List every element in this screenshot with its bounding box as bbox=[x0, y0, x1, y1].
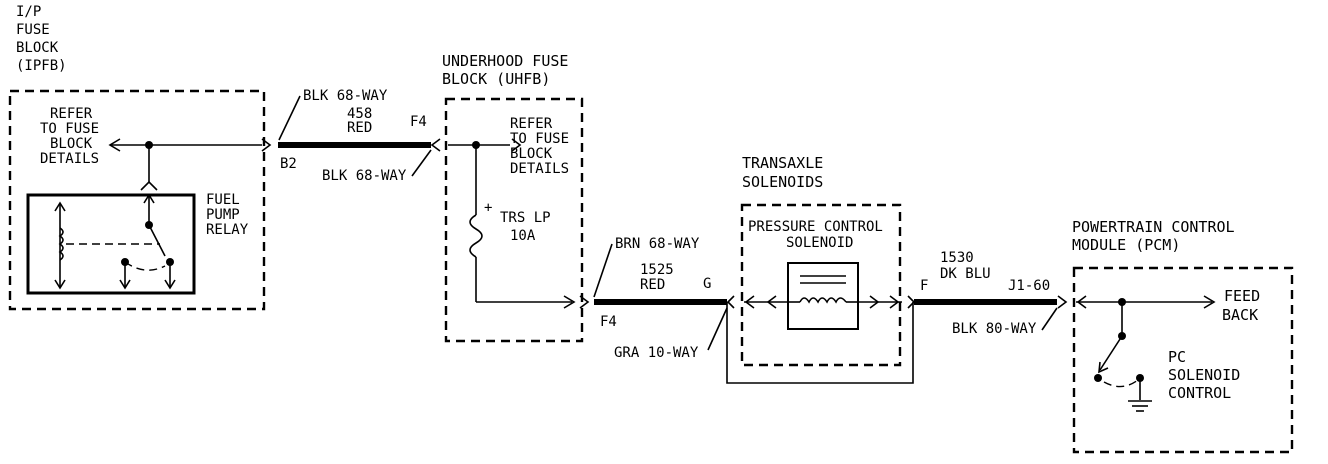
ipfb-refer-arrow-icon bbox=[108, 138, 121, 152]
ipfb-refer-line-3: BLOCK bbox=[50, 136, 93, 152]
connector-j1-60-icon bbox=[1057, 295, 1068, 309]
pcm-section: POWERTRAIN CONTROL MODULE (PCM) FEED BAC… bbox=[1072, 218, 1294, 454]
wire-1525-section: BRN 68-WAY 1525 RED G F4 GRA 10-WAY bbox=[579, 236, 735, 361]
ipfb-title-line-3: BLOCK bbox=[16, 40, 59, 56]
wire-458-color: RED bbox=[347, 120, 372, 136]
wire-1530-pin-left: F bbox=[920, 278, 928, 294]
uhfb-output-arrow-icon bbox=[563, 295, 576, 309]
relay-label-line-3: RELAY bbox=[206, 222, 249, 238]
uhfb-section: UNDERHOOD FUSE BLOCK (UHFB) REFER TO FUS… bbox=[442, 52, 584, 343]
control-label-line-1: PC bbox=[1168, 348, 1186, 366]
uhfb-refer-line-1: REFER bbox=[510, 116, 553, 132]
ipfb-title-line-1: I/P bbox=[16, 4, 41, 20]
relay-coil-icon bbox=[58, 227, 64, 261]
pressure-control-solenoid bbox=[787, 262, 859, 330]
uhfb-title-line-2: BLOCK (UHFB) bbox=[442, 70, 550, 88]
wire-1530-section: 1530 DK BLU F J1-60 BLK 80-WAY bbox=[914, 250, 1068, 337]
pcm-switch-contact bbox=[1099, 335, 1123, 371]
uhfb-refer-line-3: BLOCK bbox=[510, 146, 553, 162]
ipfb-box bbox=[8, 89, 266, 311]
uhfb-title-line-1: UNDERHOOD FUSE bbox=[442, 52, 568, 70]
fuse-label-line-1: TRS LP bbox=[500, 210, 551, 226]
ipfb-title-line-4: (IPFB) bbox=[16, 58, 67, 74]
uhfb-refer-line-2: TO FUSE bbox=[510, 131, 569, 147]
uhfb-box bbox=[444, 97, 584, 343]
ipfb-section: I/P FUSE BLOCK (IPFB) REFER TO FUSE BLOC… bbox=[8, 4, 266, 311]
fuse-label-line-2: 10A bbox=[510, 228, 536, 244]
wire-1525-connector-top: BRN 68-WAY bbox=[615, 236, 700, 252]
connector-f4-icon bbox=[579, 295, 590, 309]
ipfb-refer-line-2: TO FUSE bbox=[40, 121, 99, 137]
wire-458-section: BLK 68-WAY 458 RED B2 F4 BLK 68-WAY bbox=[261, 88, 441, 184]
relay-switch-contact bbox=[148, 224, 166, 257]
transaxle-title-line-1: TRANSAXLE bbox=[742, 154, 823, 172]
wire-458-pin-right: F4 bbox=[410, 114, 427, 130]
ipfb-connector-icon bbox=[140, 180, 158, 191]
wire-458-connector-top: BLK 68-WAY bbox=[303, 88, 388, 104]
control-label-line-2: SOLENOID bbox=[1168, 366, 1240, 384]
solenoid-right-arrow-icon bbox=[889, 295, 900, 309]
solenoid-label-line-2: SOLENOID bbox=[786, 235, 853, 251]
connector-f4-left-icon bbox=[430, 138, 441, 152]
wire-1525-connector-bottom: GRA 10-WAY bbox=[614, 345, 699, 361]
ipfb-refer-line-4: DETAILS bbox=[40, 151, 99, 167]
feedback-arrow-icon bbox=[1203, 295, 1216, 309]
wire-1530-connector-bottom: BLK 80-WAY bbox=[952, 321, 1037, 337]
uhfb-refer-line-4: DETAILS bbox=[510, 161, 569, 177]
relay-label-line-1: FUEL bbox=[206, 192, 240, 208]
ipfb-title-line-2: FUSE bbox=[16, 22, 50, 38]
transaxle-section: TRANSAXLE SOLENOIDS PRESSURE CONTROL SOL… bbox=[726, 154, 916, 384]
ipfb-refer-line-1: REFER bbox=[50, 106, 93, 122]
wire-1525-color: RED bbox=[640, 277, 665, 293]
control-label-line-3: CONTROL bbox=[1168, 384, 1231, 402]
wire-1525-pin-left: F4 bbox=[600, 314, 617, 330]
wire-1530-circuit: 1530 bbox=[940, 250, 974, 266]
transaxle-connector-outline bbox=[726, 302, 914, 384]
relay-label-line-2: PUMP bbox=[206, 207, 240, 223]
fuel-pump-relay-box bbox=[26, 193, 196, 295]
feedback-label-line-1: FEED bbox=[1224, 287, 1260, 305]
wire-458-circuit: 458 bbox=[347, 106, 372, 122]
transaxle-title-line-2: SOLENOIDS bbox=[742, 173, 823, 191]
feedback-label-line-2: BACK bbox=[1222, 306, 1258, 324]
pcm-title-line-1: POWERTRAIN CONTROL bbox=[1072, 218, 1235, 236]
pcm-title-line-2: MODULE (PCM) bbox=[1072, 236, 1180, 254]
wire-1530-pin-right: J1-60 bbox=[1008, 278, 1050, 294]
transaxle-box bbox=[740, 203, 902, 367]
wire-1530-color: DK BLU bbox=[940, 266, 991, 282]
fuse-polarity: + bbox=[484, 200, 492, 216]
connector-b2-icon bbox=[261, 138, 272, 152]
solenoid-left-arrow-icon bbox=[744, 295, 755, 309]
pcm-box bbox=[1072, 266, 1294, 454]
wire-1525-circuit: 1525 bbox=[640, 262, 674, 278]
wire-458-pin-left: B2 bbox=[280, 156, 297, 172]
uhfb-refer-arrow-icon bbox=[511, 138, 522, 152]
solenoid-label-line-1: PRESSURE CONTROL bbox=[748, 219, 883, 235]
wire-1525-pin-right: G bbox=[703, 276, 711, 292]
fuse-icon bbox=[469, 214, 483, 258]
solenoid-coil-icon bbox=[799, 297, 847, 304]
wire-458-connector-bottom: BLK 68-WAY bbox=[322, 168, 407, 184]
